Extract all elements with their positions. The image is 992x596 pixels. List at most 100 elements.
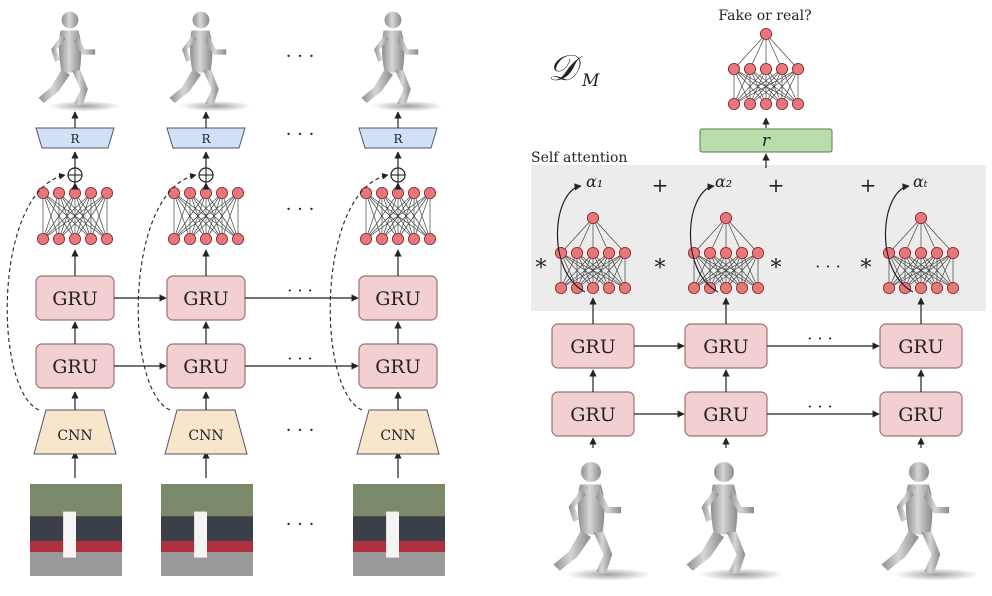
- encoder-col-3-net-edge: [365, 192, 383, 240]
- disc-col-1-body-mesh-icon-head: [581, 462, 601, 482]
- encoder-col-2-net-neuron: [215, 232, 229, 246]
- r-block: [699, 128, 833, 153]
- disc-col-2-attention-net-neuron: [735, 281, 749, 295]
- encoder-col-1-net-neuron: [100, 186, 114, 200]
- disc-col-3-attention-net-neuron: [930, 246, 944, 260]
- disc-col-3-attention-net-edge: [920, 217, 938, 254]
- encoder-col-1-body-mesh-icon: [38, 11, 121, 112]
- discriminator-output-net-neuron: [759, 62, 773, 76]
- disc-col-1-attention-net-edge: [608, 252, 626, 289]
- disc-col-1-attention-net-edge: [560, 252, 594, 289]
- discriminator-output-net-neuron: [791, 62, 805, 76]
- discriminator-output-net-neuron: [727, 62, 741, 76]
- encoder-col-3-net-neuron: [391, 186, 405, 200]
- disc-col-1-body-mesh-icon: [553, 462, 651, 581]
- encoder-col-2-regressor: [166, 127, 246, 149]
- disc-col-2-attention-net-neuron: [719, 281, 733, 295]
- alpha-1-label: α₁: [586, 172, 603, 191]
- disc-col-1-attention-net-neuron: [586, 246, 600, 260]
- disc-col-2-body-mesh-icon-shadow: [699, 568, 784, 581]
- disc-col-2-attention-net-edge: [693, 217, 727, 254]
- disc-col-1-attention-net-neuron: [554, 246, 568, 260]
- disc-col-1-attention-net-neuron: [586, 211, 600, 225]
- encoder-col-2-net-edge: [173, 192, 207, 240]
- disc-col-2-body-mesh-icon-head: [714, 462, 734, 482]
- disc-col-3-attention-net-edge: [920, 252, 954, 289]
- disc-col-3-attention-net-neuron: [882, 281, 896, 295]
- disc-col-1-body-mesh-icon-shadow: [566, 568, 651, 581]
- encoder-col-2-gru-bottom-label: GRU: [183, 356, 229, 378]
- disc-col-1-attention-net-edge: [592, 217, 610, 254]
- encoder-col-1-net-edge: [58, 192, 108, 240]
- disc-col-3-attention-net-neuron: [914, 211, 928, 225]
- encoder-col-2-net-neuron: [215, 186, 229, 200]
- encoder-col-1-net-neuron: [52, 232, 66, 246]
- encoder-col-2-body-mesh-icon-shadow: [180, 100, 252, 112]
- fake-or-real-label: Fake or real?: [718, 8, 811, 24]
- disc-col-3-attention-net-edge: [888, 252, 922, 289]
- encoder-col-1-skip-connection: [6, 172, 66, 411]
- encoder-col-1-body-mesh-icon-head: [61, 11, 79, 29]
- encoder-col-1-regressor-label: R: [70, 132, 80, 146]
- encoder-ellipsis-1: · · ·: [286, 124, 315, 145]
- encoder-col-3-body-mesh-icon-left-arm: [374, 34, 389, 62]
- encoder-ellipsis-gru-1: · · ·: [287, 349, 312, 368]
- discriminator-output-net-neuron: [727, 97, 741, 111]
- encoder-col-1-net-neuron: [84, 232, 98, 246]
- encoder-col-1-net-neuron: [52, 186, 66, 200]
- encoder-col-1-cnn: [33, 409, 117, 455]
- plus-sign-3: +: [860, 173, 877, 197]
- plus-sign-2: +: [768, 173, 785, 197]
- encoder-col-2-net-edge: [189, 192, 239, 240]
- encoder-col-3-net-edge: [365, 192, 431, 240]
- encoder-ellipsis-0: · · ·: [286, 46, 315, 67]
- discriminator-output-net-neuron: [743, 62, 757, 76]
- encoder-col-3-net-edge: [397, 192, 431, 240]
- disc-col-1-gru-bottom-label: GRU: [570, 404, 616, 426]
- disc-col-1-attention-net-neuron: [586, 281, 600, 295]
- disc-col-3-attention-net-neuron: [914, 281, 928, 295]
- disc-col-1-gru-top-label: GRU: [570, 336, 616, 358]
- encoder-col-2-net-neuron: [183, 232, 197, 246]
- encoder-col-3-gru-bottom-label: GRU: [375, 356, 421, 378]
- disc-ellipsis-gru-1: · · ·: [807, 397, 832, 416]
- encoder-col-3-body-mesh-icon-right-arm: [397, 34, 419, 55]
- encoder-col-3-video-frame-road: [353, 552, 445, 576]
- encoder-col-3-net-neuron: [359, 186, 373, 200]
- encoder-col-2-body-mesh-icon-left-arm: [182, 34, 197, 62]
- disc-col-2-attention-net-neuron: [703, 281, 717, 295]
- disc-col-2-attention-net-edge: [693, 252, 727, 289]
- discriminator-output-net-edge: [765, 33, 799, 70]
- disc-col-3-attention-net-edge: [888, 252, 906, 289]
- disc-col-3-attention-net-edge: [936, 252, 954, 289]
- encoder-col-3-net-neuron: [391, 232, 405, 246]
- encoder-ellipsis-4: · · ·: [286, 514, 315, 535]
- encoder-col-1-net-edge: [90, 192, 108, 240]
- discriminator-output-net-edge: [765, 33, 783, 70]
- encoder-col-1-net-edge: [42, 192, 60, 240]
- encoder-col-2-cnn: [164, 409, 248, 455]
- encoder-col-2-net-edge: [173, 192, 223, 240]
- disc-col-1-attention-net-edge: [576, 252, 626, 289]
- encoder-col-2-body-mesh-icon: [169, 11, 252, 112]
- multiply-star-4: *: [861, 256, 872, 281]
- disc-col-1-attention-net-neuron: [618, 281, 632, 295]
- disc-col-2-attention-net-edge: [725, 217, 743, 254]
- encoder-col-3-net-neuron: [407, 232, 421, 246]
- discriminator-output-net-neuron: [743, 97, 757, 111]
- disc-col-3-attention-net-neuron: [914, 246, 928, 260]
- disc-col-2-attention-net-neuron: [687, 246, 701, 260]
- disc-col-1-body-mesh-icon-right-arm: [596, 489, 621, 514]
- disc-col-2-gru-bottom-label: GRU: [703, 404, 749, 426]
- encoder-col-2-body-mesh-icon-back-leg: [169, 69, 201, 103]
- encoder-col-3-body-mesh-icon-shadow: [372, 100, 444, 112]
- disc-col-3-attention-net-neuron: [946, 281, 960, 295]
- encoder-col-1-net-neuron: [84, 186, 98, 200]
- encoder-col-3-net-edge: [365, 192, 415, 240]
- encoder-col-3-net-neuron: [407, 186, 421, 200]
- discriminator-output-net-neuron: [791, 97, 805, 111]
- disc-col-1-body-mesh-icon-front-leg: [593, 532, 613, 574]
- encoder-col-3-gru-top-label: GRU: [375, 288, 421, 310]
- encoder-col-2-body-mesh-icon-right-arm: [205, 34, 227, 55]
- alpha-2-label: α₂: [715, 172, 732, 191]
